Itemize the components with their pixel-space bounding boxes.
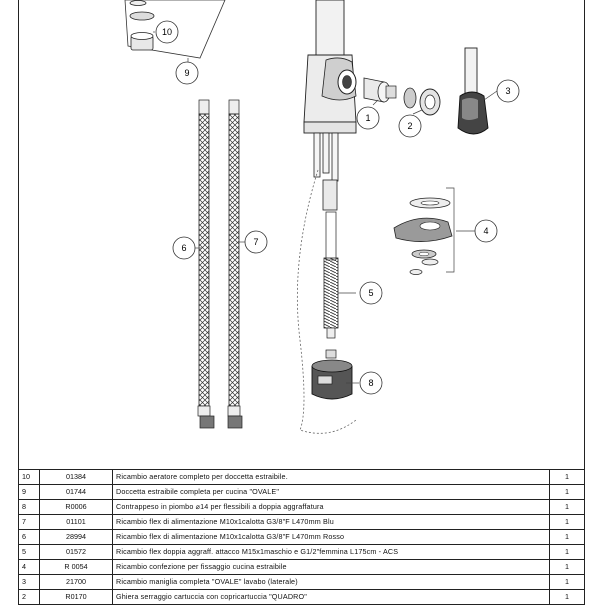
- description-cell: Ricambio flex di alimentazione M10x1calo…: [112, 529, 550, 545]
- quantity-cell: 1: [549, 589, 585, 605]
- description-cell: Ricambio maniglia completa "OVALE" lavab…: [112, 574, 550, 590]
- table-row: 5 01572 Ricambio flex doppia aggraff. at…: [18, 544, 585, 560]
- svg-text:9: 9: [184, 68, 189, 78]
- quantity-cell: 1: [549, 544, 585, 560]
- fixing-kit-part: [393, 187, 455, 275]
- table-row: 6 28994 Ricambio flex di alimentazione M…: [18, 529, 585, 545]
- counterweight-part: [311, 349, 353, 400]
- code-cell: 01101: [39, 514, 113, 530]
- quantity-cell: 1: [549, 559, 585, 575]
- code-cell: 01384: [39, 469, 113, 485]
- table-row: 8 R0006 Contrappeso in piombo ⌀14 per fl…: [18, 499, 585, 515]
- code-cell: 28994: [39, 529, 113, 545]
- svg-text:2: 2: [407, 121, 412, 131]
- table-row: 9 01744 Doccetta estraibile completa per…: [18, 484, 585, 500]
- position-cell: 10: [18, 469, 40, 485]
- callout-9: 9: [175, 61, 199, 85]
- description-cell: Ricambio flex doppia aggraff. attacco M1…: [112, 544, 550, 560]
- code-cell: 01572: [39, 544, 113, 560]
- svg-text:10: 10: [162, 27, 172, 37]
- table-frame-left: [18, 0, 19, 469]
- position-cell: 9: [18, 484, 40, 500]
- callout-4: 4: [474, 219, 498, 243]
- position-cell: 2: [18, 589, 40, 605]
- description-cell: Ghiera serraggio cartuccia con copricart…: [112, 589, 550, 605]
- code-cell: R0006: [39, 499, 113, 515]
- callout-2: 2: [398, 114, 422, 138]
- quantity-cell: 1: [549, 514, 585, 530]
- callout-3: 3: [496, 79, 520, 103]
- callout-6: 6: [172, 236, 196, 260]
- code-cell: 21700: [39, 574, 113, 590]
- callout-7: 7: [244, 230, 268, 254]
- callout-10: 10: [155, 20, 179, 44]
- description-cell: Ricambio flex di alimentazione M10x1calo…: [112, 514, 550, 530]
- table-frame-right: [584, 0, 585, 469]
- position-cell: 3: [18, 574, 40, 590]
- description-cell: Contrappeso in piombo ⌀14 per flessibili…: [112, 499, 550, 515]
- table-row: 3 21700 Ricambio maniglia completa "OVAL…: [18, 574, 585, 590]
- position-cell: 6: [18, 529, 40, 545]
- aerator-detail: [124, 0, 226, 59]
- quantity-cell: 1: [549, 499, 585, 515]
- description-cell: Ricambio confezione per fissaggio cucina…: [112, 559, 550, 575]
- parts-list-table: 10 01384 Ricambio aeratore completo per …: [18, 469, 585, 605]
- svg-text:6: 6: [181, 243, 186, 253]
- supply-hose-pair: [197, 99, 243, 429]
- callout-8: 8: [359, 371, 383, 395]
- svg-text:8: 8: [368, 378, 373, 388]
- code-cell: 01744: [39, 484, 113, 500]
- code-cell: R0170: [39, 589, 113, 605]
- quantity-cell: 1: [549, 574, 585, 590]
- code-cell: R 0054: [39, 559, 113, 575]
- table-row: 2 R0170 Ghiera serraggio cartuccia con c…: [18, 589, 585, 605]
- svg-text:1: 1: [365, 113, 370, 123]
- svg-text:7: 7: [253, 237, 258, 247]
- table-row: 7 01101 Ricambio flex di alimentazione M…: [18, 514, 585, 530]
- description-cell: Ricambio aeratore completo per doccetta …: [112, 469, 550, 485]
- svg-text:4: 4: [483, 226, 488, 236]
- quantity-cell: 1: [549, 529, 585, 545]
- position-cell: 7: [18, 514, 40, 530]
- lever-handle-part: [457, 47, 489, 135]
- callout-1: 1: [356, 106, 380, 130]
- position-cell: 5: [18, 544, 40, 560]
- ring-nut-part: [403, 87, 441, 116]
- table-row: 4 R 0054 Ricambio confezione per fissagg…: [18, 559, 585, 575]
- svg-text:3: 3: [505, 86, 510, 96]
- pullout-flex-hose-part: [296, 169, 357, 434]
- position-cell: 8: [18, 499, 40, 515]
- position-cell: 4: [18, 559, 40, 575]
- cartridge-part: [363, 77, 397, 103]
- svg-text:5: 5: [368, 288, 373, 298]
- table-row: 10 01384 Ricambio aeratore completo per …: [18, 469, 585, 485]
- quantity-cell: 1: [549, 469, 585, 485]
- callout-5: 5: [359, 281, 383, 305]
- description-cell: Doccetta estraibile completa per cucina …: [112, 484, 550, 500]
- faucet-body: [303, 0, 357, 211]
- quantity-cell: 1: [549, 484, 585, 500]
